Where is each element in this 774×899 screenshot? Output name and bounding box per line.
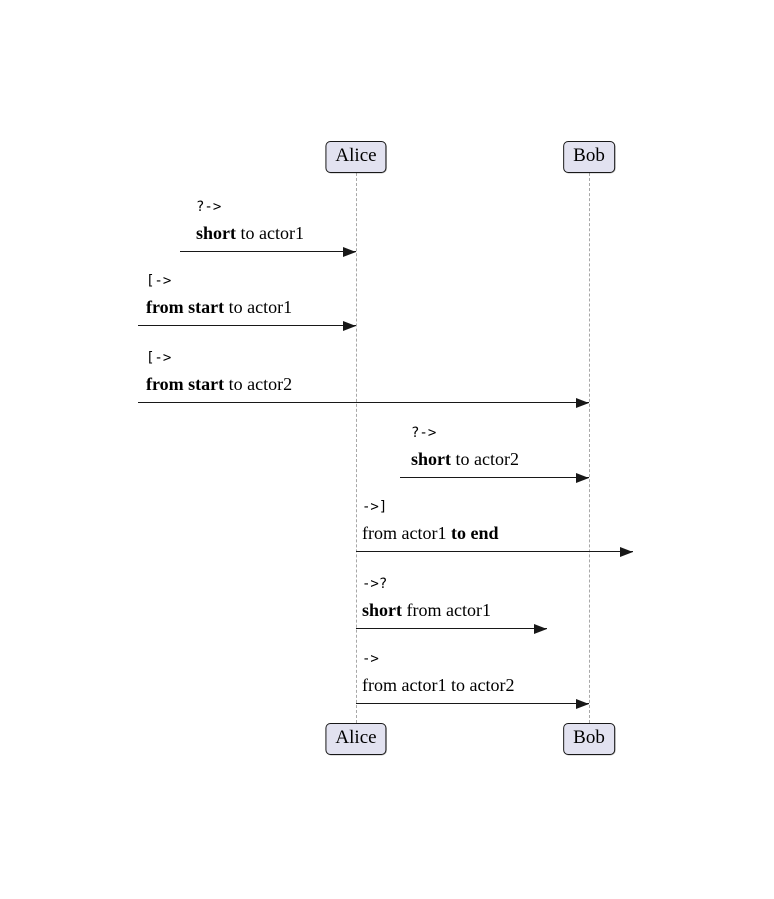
message-code: ?-> (196, 199, 222, 215)
message-label: short from actor1 (362, 600, 491, 620)
message-code: ->] (362, 499, 388, 515)
message-code: -> (362, 651, 379, 667)
message-label: short to actor1 (196, 223, 304, 243)
message-code: ?-> (411, 425, 437, 441)
message-label: from actor1 to end (362, 523, 499, 543)
message-code: [-> (146, 273, 172, 289)
arrowhead-right-icon (576, 473, 589, 483)
actor-box-alice-top: Alice (325, 141, 387, 173)
lifeline-bob (589, 173, 590, 723)
message-arrow-line (356, 547, 633, 557)
message-arrow-line (138, 321, 356, 331)
message-code: ->? (362, 576, 388, 592)
message-from-start-to-actor2: [-> from start to actor2 (138, 350, 589, 408)
actor-box-bob-bottom: Bob (563, 723, 615, 755)
actor-box-bob-top: Bob (563, 141, 615, 173)
lifeline-alice (356, 173, 357, 723)
actor-box-alice-bottom: Alice (325, 723, 387, 755)
message-from-start-to-actor1: [-> from start to actor1 (138, 273, 356, 331)
message-from-actor1-to-actor2: -> from actor1 to actor2 (356, 651, 589, 709)
message-short-to-actor1: ?-> short to actor1 (180, 199, 356, 257)
arrowhead-right-icon (343, 247, 356, 257)
message-arrow-line (400, 473, 589, 483)
message-code: [-> (146, 350, 172, 366)
arrowhead-right-icon (620, 547, 633, 557)
message-label: from start to actor1 (146, 297, 293, 317)
message-arrow-line (180, 247, 356, 257)
arrowhead-right-icon (343, 321, 356, 331)
message-arrow-line (356, 624, 547, 634)
arrowhead-right-icon (534, 624, 547, 634)
message-label: short to actor2 (411, 449, 519, 469)
message-arrow-line (356, 699, 589, 709)
arrowhead-right-icon (576, 398, 589, 408)
message-label: from actor1 to actor2 (362, 675, 515, 695)
message-label: from start to actor2 (146, 374, 293, 394)
arrowhead-right-icon (576, 699, 589, 709)
message-short-from-actor1: ->? short from actor1 (356, 576, 547, 634)
message-arrow-line (138, 398, 589, 408)
message-short-to-actor2: ?-> short to actor2 (400, 425, 589, 483)
message-from-actor1-to-end: ->] from actor1 to end (356, 499, 633, 557)
